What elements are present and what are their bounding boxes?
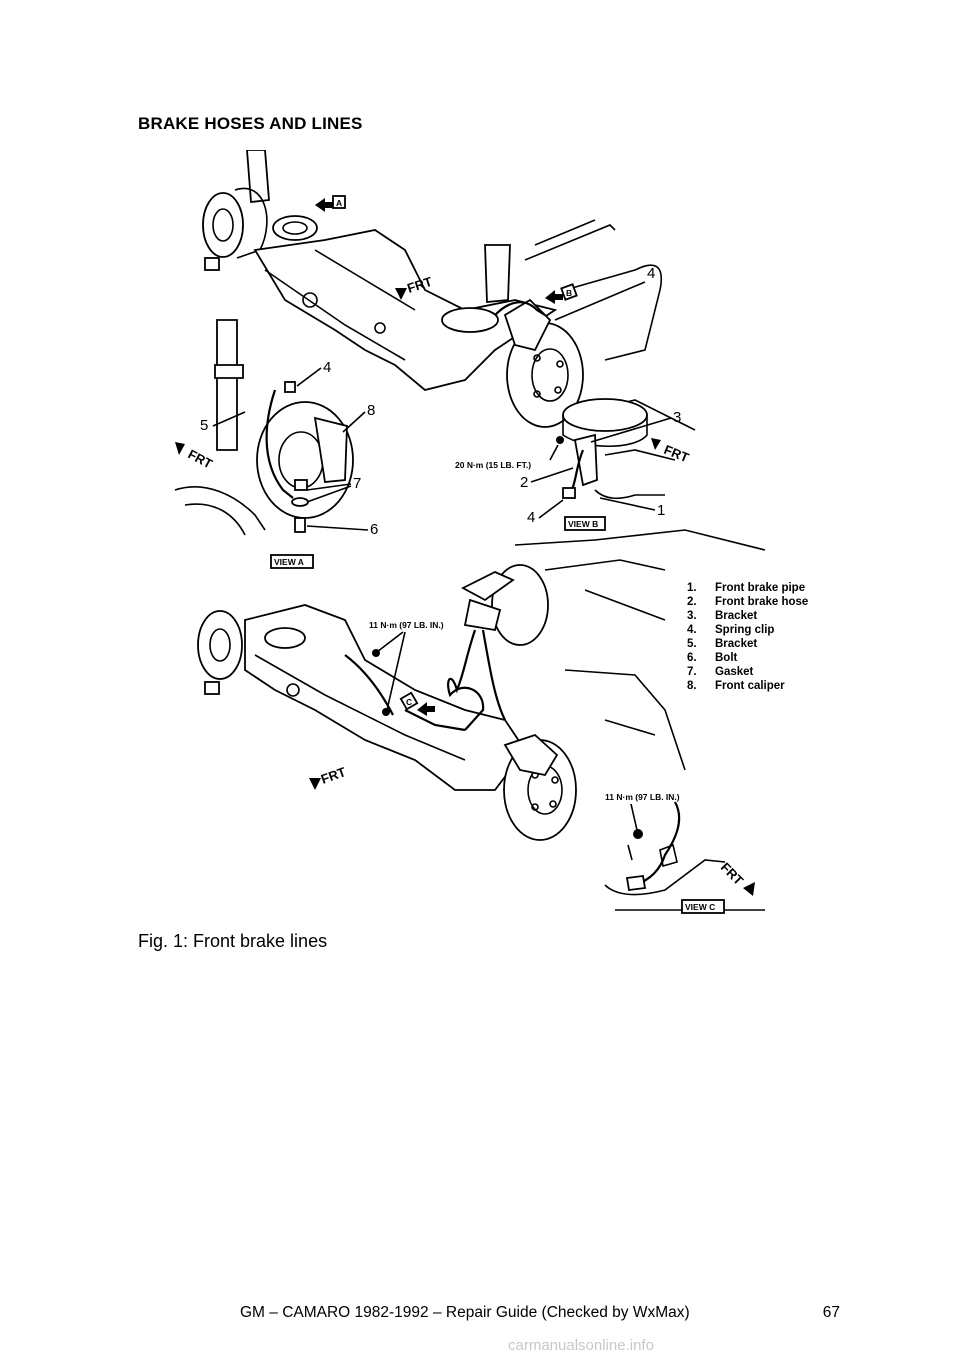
view-c-label: VIEW C <box>685 902 715 912</box>
legend-text-3: Bracket <box>715 610 757 622</box>
callout-7: 7 <box>353 475 361 492</box>
callout-4-top: 4 <box>647 265 655 282</box>
view-b-label: VIEW B <box>568 519 598 529</box>
legend-num-8: 8. <box>687 680 697 692</box>
page-number: 67 <box>822 1304 840 1321</box>
torque-view-b: 20 N·m (15 LB. FT.) <box>455 460 531 470</box>
legend-text-1: Front brake pipe <box>715 582 805 594</box>
direction-label-view-b: FRT <box>662 442 691 465</box>
callout-4-view-a: 4 <box>323 359 331 376</box>
legend-text-2: Front brake hose <box>715 596 808 608</box>
view-marker-c: C <box>406 697 412 707</box>
callout-2: 2 <box>520 474 528 491</box>
footer-text: GM – CAMARO 1982-1992 – Repair Guide (Ch… <box>240 1304 690 1321</box>
direction-label-bottom: FRT <box>319 764 348 787</box>
callout-1: 1 <box>657 502 665 519</box>
legend-num-7: 7. <box>687 666 697 678</box>
legend-text-5: Bracket <box>715 638 757 650</box>
parts-legend: 1. Front brake pipe 2. Front brake hose … <box>687 582 808 692</box>
legend-text-7: Gasket <box>715 666 754 678</box>
callout-5: 5 <box>200 417 208 434</box>
view-marker-a: A <box>336 198 342 208</box>
legend-num-4: 4. <box>687 624 697 636</box>
legend-num-1: 1. <box>687 582 697 594</box>
view-c-detail: 11 N·m (97 LB. IN.) FRT VIEW C <box>604 792 765 914</box>
legend-num-5: 5. <box>687 638 697 650</box>
direction-label-top: FRT <box>405 274 434 296</box>
view-marker-b: B <box>566 288 572 298</box>
watermark: carmanualsonline.info <box>508 1337 654 1354</box>
callout-3: 3 <box>673 409 681 426</box>
top-assembly: A B FRT 4 <box>202 150 696 431</box>
callout-4-view-b: 4 <box>527 509 535 526</box>
front-brake-lines-diagram: A B FRT 4 FRT 4 5 8 7 6 <box>165 150 820 932</box>
legend-text-8: Front caliper <box>715 680 785 692</box>
legend-num-6: 6. <box>687 652 697 664</box>
view-a-detail: FRT 4 5 8 7 6 VIEW A <box>174 319 378 569</box>
diagram-svg: A B FRT 4 FRT 4 5 8 7 6 <box>174 150 808 914</box>
legend-text-4: Spring clip <box>715 624 774 636</box>
torque-view-c: 11 N·m (97 LB. IN.) <box>605 792 680 802</box>
legend-text-6: Bolt <box>715 652 738 664</box>
figure-caption: Fig. 1: Front brake lines <box>138 931 328 951</box>
section-title: BRAKE HOSES AND LINES <box>138 114 363 133</box>
legend-num-3: 3. <box>687 610 697 622</box>
view-b-detail: 20 N·m (15 LB. FT.) FRT 3 2 1 4 VIEW B <box>455 398 691 531</box>
direction-label-view-c: FRT <box>718 860 747 889</box>
callout-6: 6 <box>370 521 378 538</box>
bottom-assembly: 11 N·m (97 LB. IN.) C FRT <box>197 529 766 841</box>
callout-8: 8 <box>367 402 375 419</box>
view-a-label: VIEW A <box>274 557 304 567</box>
direction-label-view-a: FRT <box>186 446 215 471</box>
torque-main: 11 N·m (97 LB. IN.) <box>369 620 444 630</box>
legend-num-2: 2. <box>687 596 697 608</box>
